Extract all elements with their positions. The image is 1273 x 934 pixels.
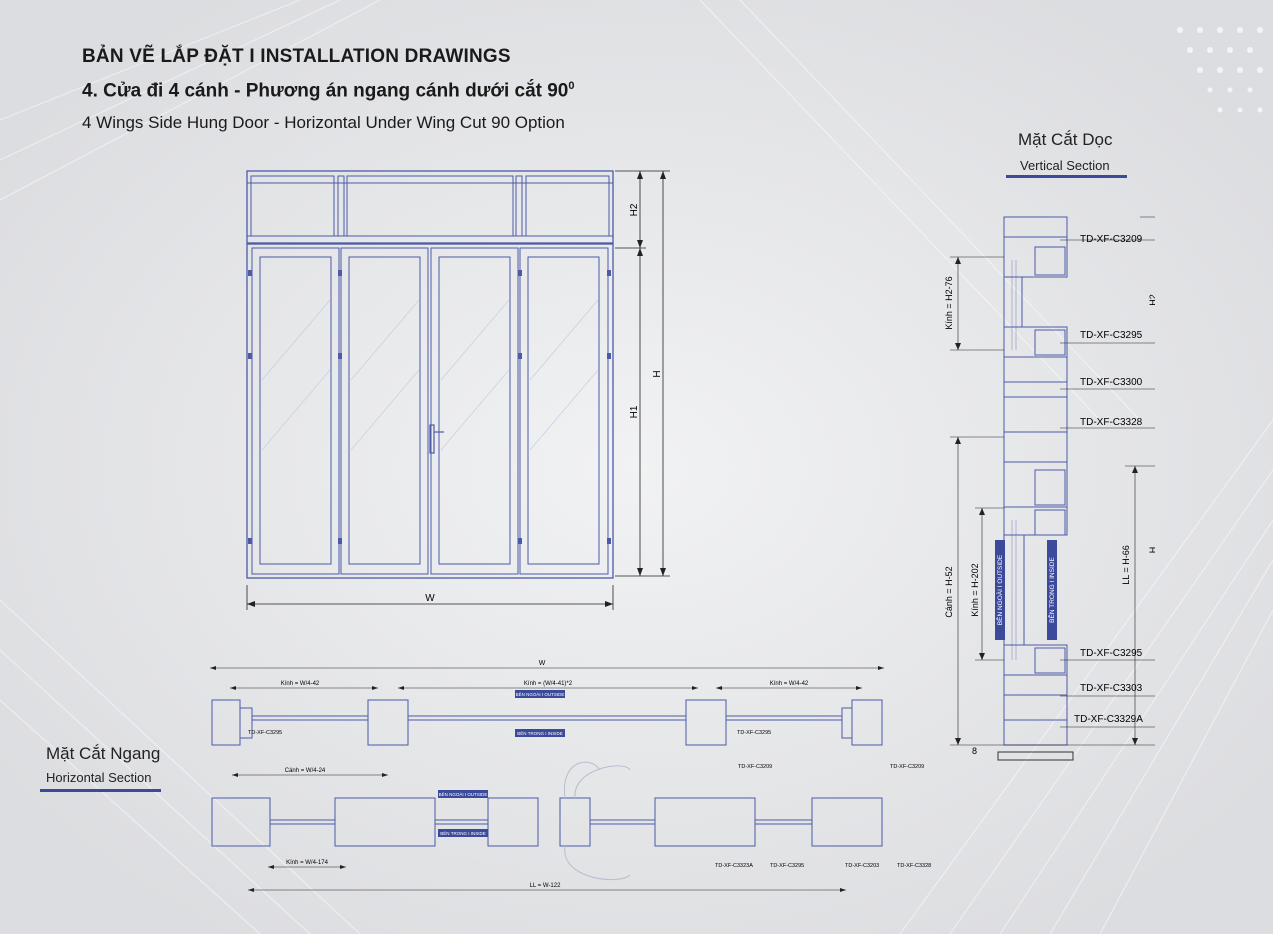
horizontal-glass-right-label: Kính = W/4-42 (770, 681, 809, 687)
horizontal-code-top-4: TD-XF-C3209 (890, 764, 924, 770)
vertical-section-title: Mặt Cắt Dọc (1018, 130, 1113, 149)
vertical-inside-label: BÊN TRONG I INSIDE (1047, 557, 1056, 623)
horizontal-code-top-1: TD-XF-C3295 (248, 730, 282, 736)
horizontal-wing-label: Cánh = W/4-24 (285, 768, 326, 774)
horizontal-top-outside-label: BÊN NGOÀI I OUTSIDE (516, 690, 565, 697)
vertical-code-7: TD-XF-C3329A (1074, 714, 1143, 725)
horizontal-glass-small-label: Kính = W/4-174 (286, 860, 329, 866)
horizontal-section-drawing: BÊN NGOÀI I OUTSIDE BÊN TRONG I INSIDE B… (210, 660, 931, 892)
vertical-section-subtitle: Vertical Section (1020, 158, 1110, 173)
elevation-w-label: W (425, 593, 435, 604)
vertical-h-label: H (1148, 547, 1155, 554)
vertical-base-label: 8 (972, 746, 977, 756)
page-title: BẢN VẼ LẮP ĐẶT I INSTALLATION DRAWINGS (82, 46, 511, 67)
elevation-h2-label: H2 (629, 203, 640, 216)
page-subtitle-en: 4 Wings Side Hung Door - Horizontal Unde… (82, 113, 565, 132)
vertical-code-1: TD-XF-C3209 (1080, 234, 1143, 245)
vertical-glass-bottom-label: Kính = H-202 (970, 563, 980, 616)
horizontal-code-top-2: TD-XF-C3295 (737, 730, 771, 736)
vertical-code-5: TD-XF-C3295 (1080, 648, 1143, 659)
page-subtitle-vi: 4. Cửa đi 4 cánh - Phương án ngang cánh … (82, 80, 575, 102)
vertical-code-2: TD-XF-C3295 (1080, 330, 1143, 341)
vertical-code-3: TD-XF-C3300 (1080, 377, 1143, 388)
vertical-code-4: TD-XF-C3328 (1080, 417, 1143, 428)
elevation-h1-label: H1 (629, 405, 640, 418)
door-elevation-drawing: W H2 H1 H (246, 170, 670, 610)
vertical-section-underline (1006, 175, 1127, 178)
horizontal-section-subtitle: Horizontal Section (46, 770, 152, 785)
elevation-h-label: H (652, 370, 663, 377)
horizontal-w-label: W (539, 660, 546, 667)
horizontal-code-top-3: TD-XF-C3209 (738, 764, 772, 770)
horizontal-section-underline (40, 789, 161, 792)
horizontal-section-title: Mặt Cắt Ngang (46, 744, 161, 763)
horizontal-code-bottom-4: TD-XF-C3328 (897, 863, 931, 869)
horizontal-code-bottom-1: TD-XF-C3323A (715, 863, 753, 869)
horizontal-bottom-inside-label: BÊN TRONG I INSIDE (440, 829, 485, 836)
horizontal-code-bottom-3: TD-XF-C3203 (845, 863, 879, 869)
horizontal-code-bottom-2: TD-XF-C3295 (770, 863, 804, 869)
vertical-wing-label: Cánh = H-52 (944, 566, 954, 617)
vertical-code-6: TD-XF-C3303 (1080, 683, 1143, 694)
vertical-h2-label: H2 (1148, 294, 1155, 306)
horizontal-bottom-outside-label: BÊN NGOÀI I OUTSIDE (439, 790, 488, 797)
vertical-outside-label: BÊN NGOÀI I OUTSIDE (995, 554, 1004, 625)
horizontal-top-inside-label: BÊN TRONG I INSIDE (517, 729, 562, 736)
door-handle-icon (429, 424, 444, 454)
horizontal-ll-label: LL = W-122 (530, 883, 562, 889)
vertical-ll-label: LL = H-66 (1121, 545, 1131, 584)
horizontal-glass-left-label: Kính = W/4-42 (281, 681, 320, 687)
vertical-glass-top-label: Kính = H2-76 (944, 276, 954, 329)
vertical-section-drawing: BÊN NGOÀI I OUTSIDE BÊN TRONG I INSIDE T… (944, 216, 1155, 761)
horizontal-glass-mid-label: Kính = (W/4-41)*2 (524, 681, 573, 687)
